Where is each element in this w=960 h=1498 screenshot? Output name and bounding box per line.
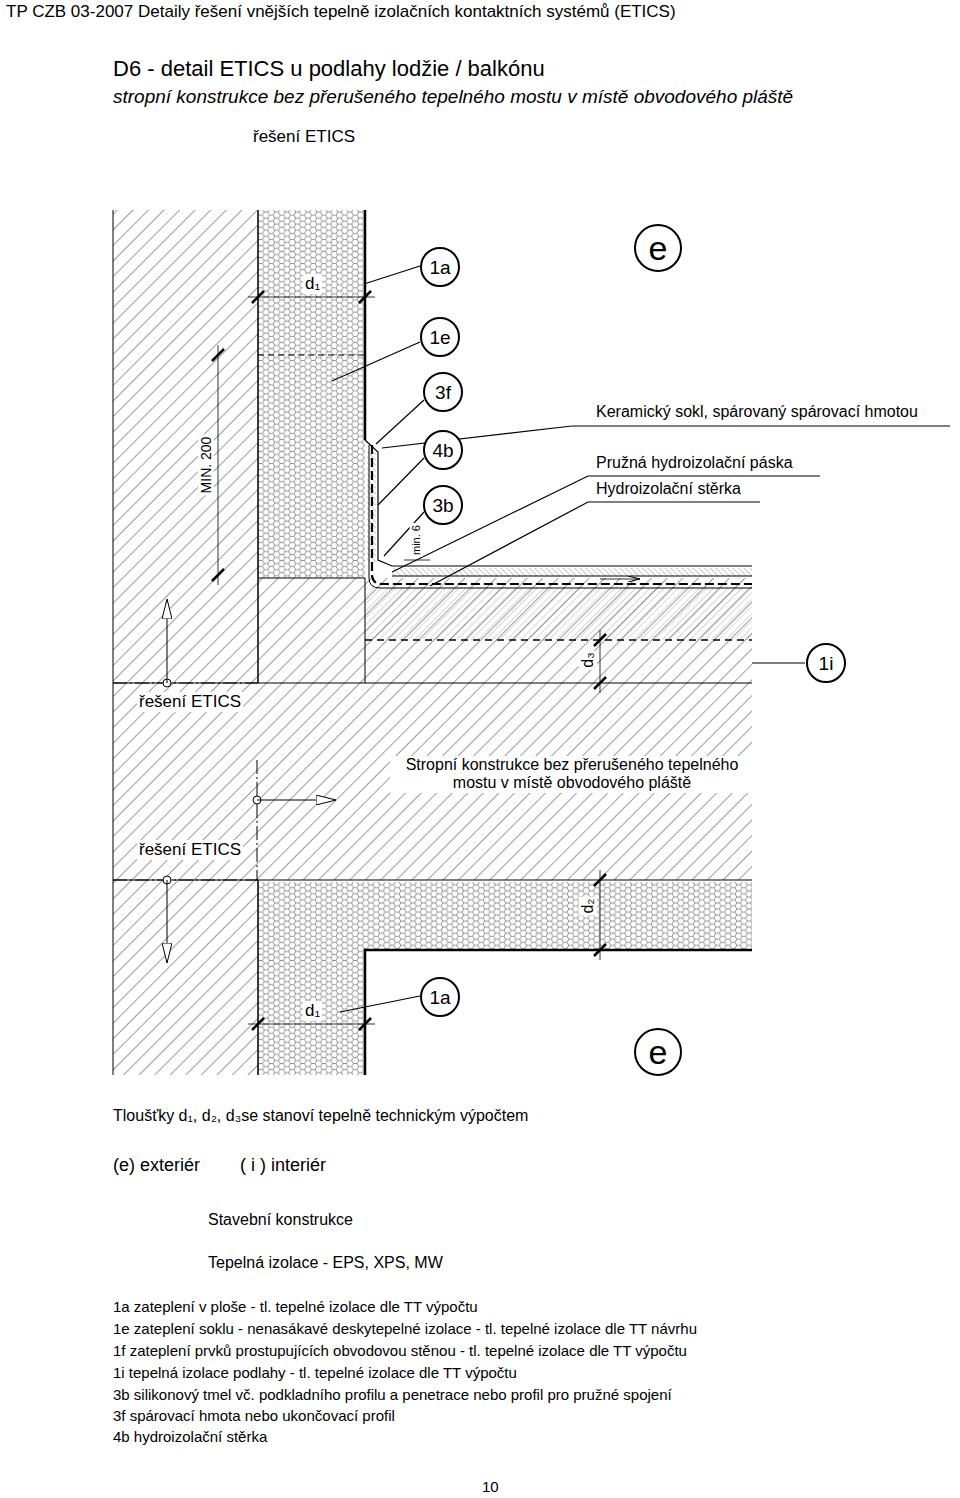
callout-circle: 3b [423, 485, 463, 525]
item-note: 1e zateplení soklu - nenasákavé deskytep… [113, 1320, 697, 1337]
item-note: 1i tepelná izolace podlahy - tl. tepelné… [113, 1364, 517, 1381]
item-note: 1a zateplení v ploše - tl. tepelné izola… [113, 1298, 478, 1315]
note-text: Tloušťky d₁, d₂, d₃se stanoví tepelně te… [113, 1107, 528, 1125]
item-note: 4b hydroizolační stěrka [113, 1428, 267, 1445]
dimension-label: d₂ [579, 896, 597, 915]
drawing-title: D6 - detail ETICS u podlahy lodžie / bal… [113, 56, 545, 81]
page-number: 10 [482, 1478, 499, 1495]
callout-circle: 1a [420, 977, 460, 1017]
material-note: Hydroizolační stěrka [594, 480, 743, 498]
section-note: řešení ETICS [253, 127, 355, 147]
dimension-label: d₁ [303, 274, 322, 294]
dimension-label: MIN. 200 [198, 435, 214, 496]
slab-note: Stropní konstrukce bez přerušeného tepel… [390, 756, 754, 793]
callout-number: 1e [429, 328, 450, 347]
page-header: TP CZB 03-2007 Detaily řešení vnějších t… [6, 2, 676, 22]
callout-number: e [649, 1035, 668, 1069]
item-note: 3b silikonový tmel vč. podkladního profi… [113, 1386, 672, 1403]
callout-number: 1a [429, 258, 450, 277]
callout-circle: e [634, 224, 682, 272]
legend-text: Stavební konstrukce [208, 1211, 353, 1229]
material-note: Pružná hydroizolační páska [594, 454, 795, 472]
callout-number: 1i [819, 654, 834, 673]
callout-number: 4b [432, 441, 453, 460]
material-note: Keramický sokl, spárovaný spárovací hmot… [594, 403, 920, 421]
callout-circle: 4b [423, 430, 463, 470]
legend-text: Tepelná izolace - EPS, XPS, MW [208, 1254, 443, 1272]
item-note: 1f zateplení prvků prostupujících obvodo… [113, 1342, 687, 1359]
callout-circle: 1i [806, 643, 846, 683]
callout-circle: 1e [420, 317, 460, 357]
section-note: řešení ETICS [137, 840, 243, 860]
callout-circle: e [634, 1028, 682, 1076]
section-note: řešení ETICS [137, 692, 243, 712]
callout-number: 1a [429, 988, 450, 1007]
callout-circle: 3f [423, 372, 463, 412]
legend-text: (e) exteriér [113, 1155, 200, 1176]
dimension-label: d₁ [303, 1001, 322, 1021]
callout-number: e [649, 231, 668, 265]
subtitle: stropní konstrukce bez přerušeného tepel… [113, 86, 793, 108]
dimension-label: min. 6 [410, 523, 423, 557]
callout-circle: 1a [420, 247, 460, 287]
dimension-label: d₃ [579, 650, 597, 669]
legend-text: ( i ) interiér [240, 1155, 326, 1176]
callout-number: 3f [435, 383, 451, 402]
callout-number: 3b [432, 496, 453, 515]
item-note: 3f spárovací hmota nebo ukončovací profi… [113, 1407, 395, 1424]
